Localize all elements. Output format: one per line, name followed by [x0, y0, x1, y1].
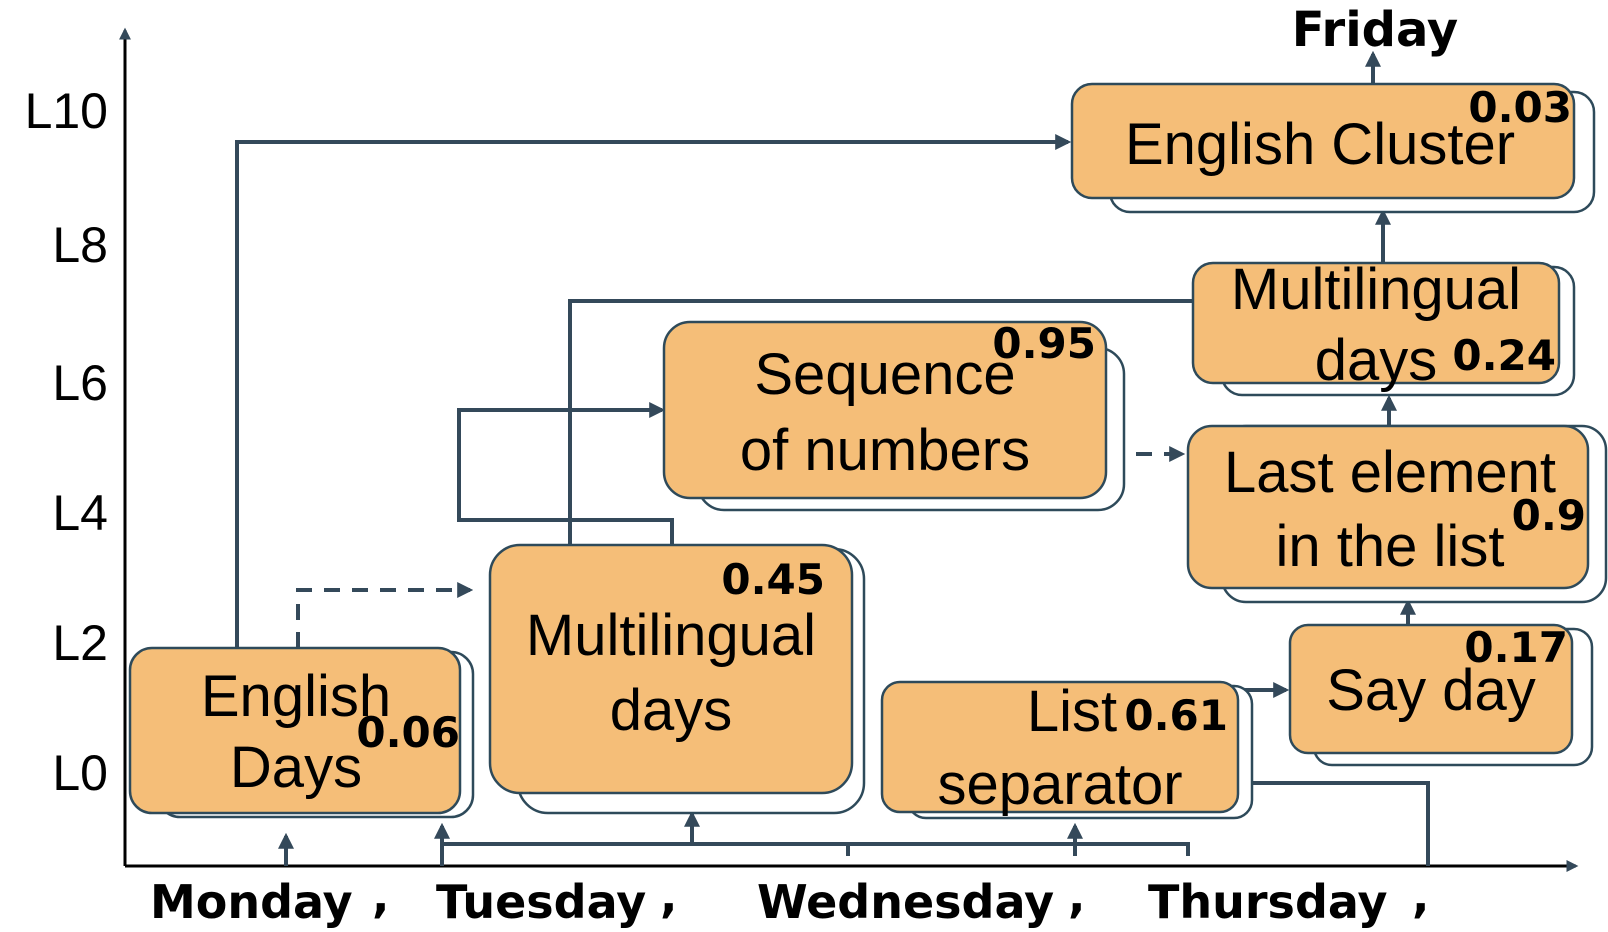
- node-english-days-score: 0.06: [356, 708, 460, 757]
- node-sequence-of-numbers-line1: Sequence: [754, 342, 1015, 407]
- node-multilingual-days-low-score: 0.45: [721, 555, 825, 604]
- node-multilingual-days-low-line2: days: [610, 678, 733, 743]
- edges: [235, 50, 1430, 866]
- y-label-l6: L6: [52, 355, 108, 411]
- node-sequence-of-numbers[interactable]: Sequence of numbers 0.95: [662, 319, 1126, 512]
- edge-multilingual-low-to-multilingual-high: [568, 299, 1193, 545]
- node-list-separator[interactable]: List separator 0.61: [880, 679, 1254, 820]
- node-list-separator-line1: List: [1027, 679, 1117, 744]
- node-last-element-score: 0.9: [1512, 491, 1586, 540]
- x-axis-tokens: Monday , Tuesday , Wednesday , Thursday …: [150, 869, 1429, 929]
- node-last-element[interactable]: Last element in the list 0.9: [1186, 424, 1608, 604]
- node-say-day-score: 0.17: [1464, 623, 1568, 672]
- edge-comma-to-list-separator: [1240, 781, 1430, 866]
- output-label: Friday: [1292, 2, 1458, 58]
- node-english-cluster[interactable]: English Cluster 0.03: [1070, 82, 1596, 214]
- node-list-separator-line2: separator: [937, 752, 1182, 817]
- node-multilingual-days-high-line2: days: [1315, 328, 1438, 393]
- y-label-l0: L0: [52, 745, 108, 801]
- node-multilingual-days-high-score: 0.24: [1452, 331, 1556, 380]
- node-english-days-line1: English: [201, 664, 391, 729]
- node-sequence-of-numbers-line2: of numbers: [740, 418, 1030, 483]
- y-label-l8: L8: [52, 217, 108, 273]
- node-multilingual-days-high-line1: Multilingual: [1231, 257, 1521, 322]
- y-label-l2: L2: [52, 615, 108, 671]
- node-multilingual-days-low-line1: Multilingual: [526, 603, 816, 668]
- node-multilingual-days-high[interactable]: Multilingual days 0.24: [1191, 257, 1576, 397]
- node-multilingual-days-low[interactable]: Multilingual days 0.45: [488, 543, 866, 815]
- node-say-day-line1: Say day: [1326, 658, 1536, 723]
- edge-english-days-to-english-cluster: [235, 134, 1072, 648]
- edge-multilingual-low-to-sequence: [457, 402, 674, 545]
- token-comma-2: ,: [660, 869, 677, 923]
- node-sequence-of-numbers-score: 0.95: [992, 319, 1096, 368]
- node-last-element-line2: in the list: [1276, 514, 1505, 579]
- token-tuesday: Tuesday: [436, 875, 646, 929]
- node-last-element-line1: Last element: [1224, 440, 1556, 505]
- node-english-cluster-line1: English Cluster: [1125, 112, 1515, 177]
- token-comma-3: ,: [1068, 869, 1085, 923]
- node-english-days[interactable]: English Days 0.06: [128, 646, 475, 819]
- axes: [119, 27, 1579, 872]
- token-comma-4: ,: [1412, 869, 1429, 923]
- node-english-cluster-score: 0.03: [1468, 83, 1572, 132]
- edge-english-days-to-multilingual-days: [296, 582, 474, 648]
- y-label-l4: L4: [52, 485, 108, 541]
- y-axis-labels: L10 L8 L6 L4 L2 L0: [25, 83, 108, 801]
- node-list-separator-score: 0.61: [1124, 691, 1228, 740]
- y-label-l10: L10: [25, 83, 108, 139]
- token-wednesday: Wednesday: [757, 875, 1054, 929]
- token-thursday: Thursday: [1148, 875, 1387, 929]
- token-comma-1: ,: [372, 869, 389, 923]
- node-say-day[interactable]: Say day 0.17: [1288, 623, 1594, 767]
- token-monday: Monday: [150, 875, 353, 929]
- node-english-days-line2: Days: [230, 735, 362, 800]
